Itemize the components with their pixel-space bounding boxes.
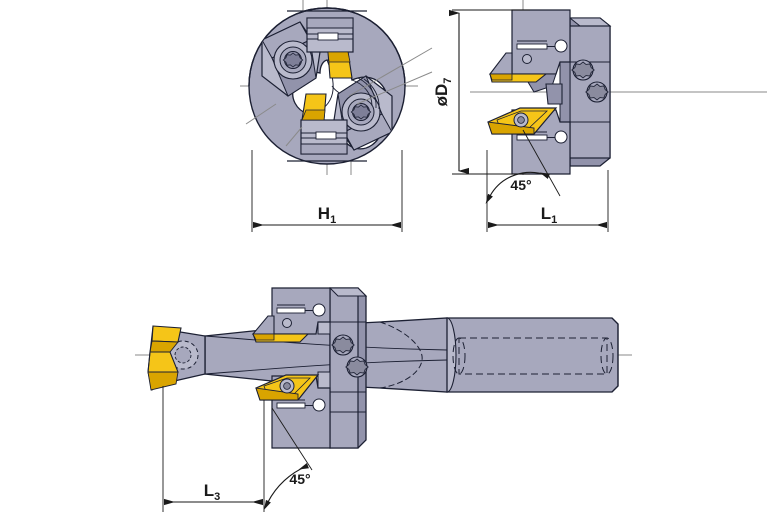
internal-bore — [458, 337, 608, 375]
dimension-label-h1: H1 — [318, 204, 336, 226]
bottom-view-upper-arm — [251, 287, 331, 343]
torx-screw-icon — [331, 334, 355, 356]
front-view-leaders — [245, 47, 433, 147]
dimension-label-l3: L3 — [204, 481, 221, 503]
insert-seat-top — [306, 17, 354, 79]
angle-label-45-side: 45° — [510, 177, 531, 193]
dimension-label-l1: L1 — [541, 204, 558, 226]
dimension-l1: L1 — [486, 150, 609, 232]
front-view: H1 — [240, 0, 433, 232]
coolant-port — [545, 83, 563, 105]
cutting-head — [147, 325, 206, 391]
side-view-upper-arm — [488, 9, 571, 93]
dimension-h1: H1 — [251, 150, 403, 232]
torx-screw-icon — [350, 103, 372, 121]
tool-shank — [437, 317, 619, 393]
bottom-view: L3 45° — [135, 287, 632, 512]
dimension-label-d7: øD7 — [432, 78, 454, 107]
torx-screw-icon — [585, 81, 609, 103]
torx-screw-icon — [282, 51, 304, 69]
insert-seat-bottom — [300, 93, 348, 155]
torx-screw-icon — [345, 356, 369, 378]
cavity-facets — [351, 77, 380, 110]
side-view-lower-arm — [487, 107, 571, 175]
dimension-l3: L3 — [162, 386, 265, 512]
torx-screw-icon — [571, 59, 595, 81]
carbide-insert — [151, 325, 182, 343]
front-view-internals — [261, 17, 393, 155]
angle-callout-45-side: 45° — [485, 129, 561, 204]
side-view: øD7 45° L1 — [432, 0, 767, 232]
cartridge-lower-right — [333, 75, 393, 151]
angle-label-45-bottom: 45° — [289, 471, 310, 487]
angle-callout-45-bottom: 45° — [263, 407, 313, 510]
cartridge-upper-left — [261, 21, 321, 97]
